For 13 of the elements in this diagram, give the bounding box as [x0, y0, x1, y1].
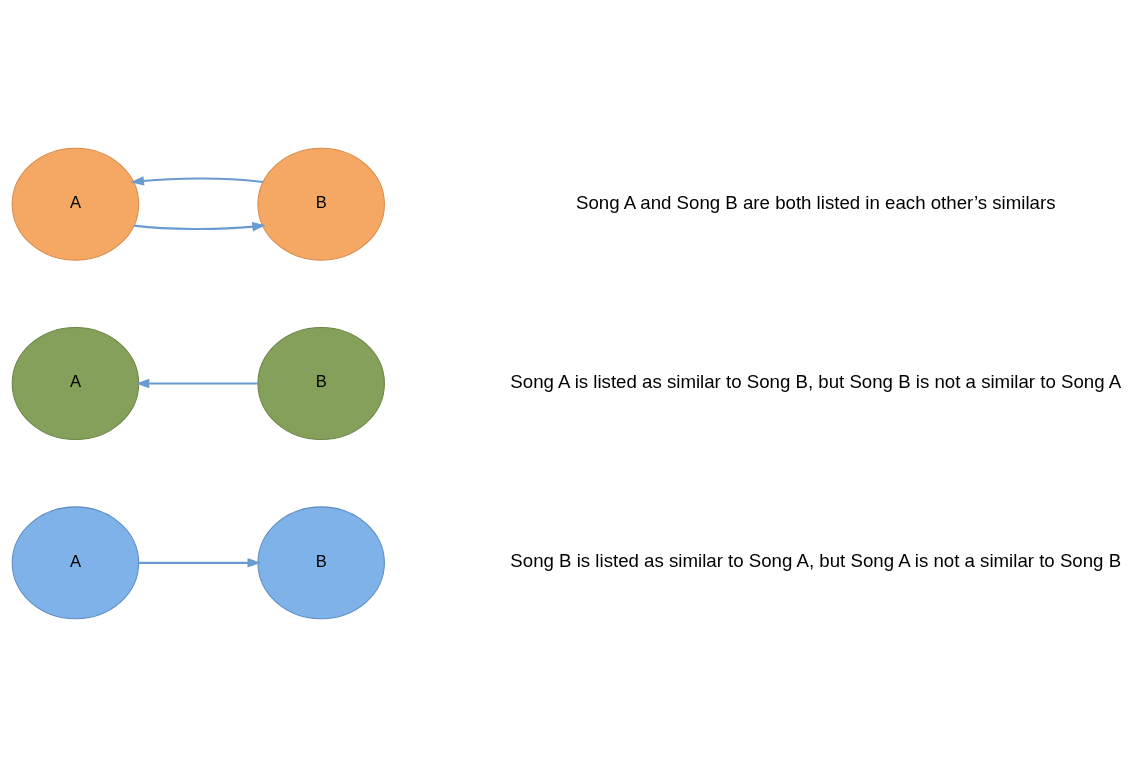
arrow — [135, 378, 258, 389]
node-ellipse: A — [11, 327, 140, 440]
node-ellipse: A — [11, 147, 140, 261]
node-ellipse: A — [11, 506, 140, 620]
node-ellipse: B — [257, 506, 385, 620]
arrow — [138, 558, 261, 568]
node-ellipse: B — [257, 327, 385, 440]
node-ellipse: B — [257, 147, 385, 261]
arrow — [133, 222, 266, 232]
label: Song B is listed as similar to Song A, but Song A is not a similar to Song B — [510, 550, 1122, 572]
label: Song A and Song B are both listed in each other’s similars — [575, 191, 1056, 213]
arrow — [130, 176, 264, 186]
label: Song A is listed as similar to Song B, but Song B is not a similar to Song A — [510, 371, 1122, 393]
